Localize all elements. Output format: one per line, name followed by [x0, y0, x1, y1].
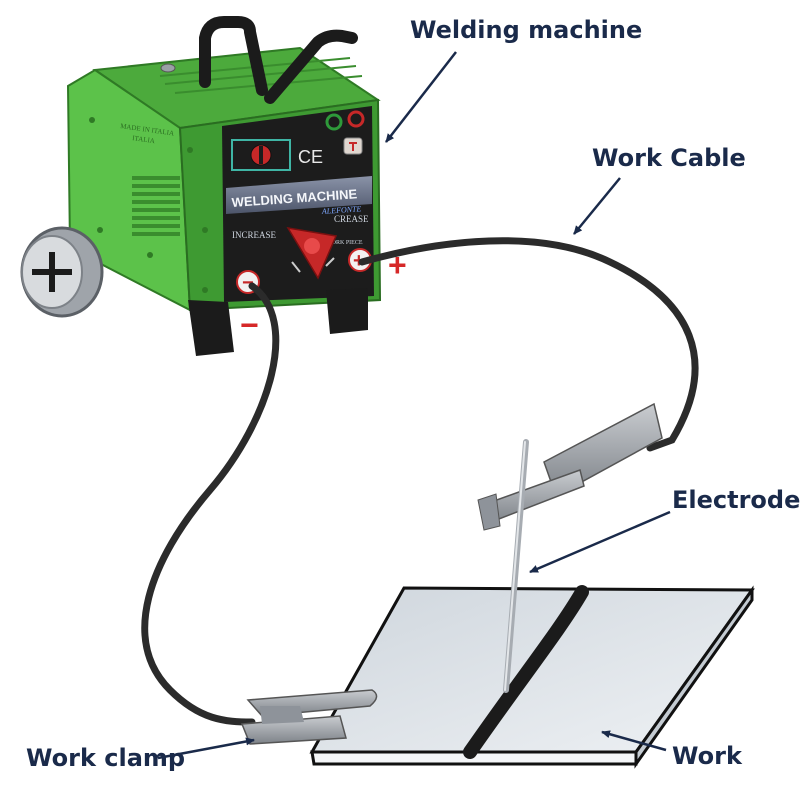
indicator-light-red [347, 110, 365, 128]
work-clamp [240, 689, 378, 745]
carry-handle [199, 16, 268, 96]
negative-terminal-symbol: − [242, 272, 254, 294]
weld-seam [463, 585, 589, 759]
arrow-work [601, 730, 667, 752]
front-right-foot [326, 288, 368, 334]
label-work-cable: Work Cable [592, 144, 746, 172]
increase-label: INCREASE [232, 230, 277, 240]
label-work: Work [672, 742, 743, 770]
side-vents [132, 176, 180, 236]
negative-polarity-mark: − [240, 307, 259, 343]
welding-machine: MADE IN ITALIA ITALIA CE WELDING MACHINE… [20, 16, 382, 356]
maker-line-2: ITALIA [132, 134, 156, 145]
label-welding-machine: Welding machine [410, 16, 642, 44]
decrease-label: CREASE [334, 214, 369, 224]
ground-cable [141, 282, 280, 726]
power-switch-frame [231, 139, 291, 171]
current-selector-knob [286, 226, 338, 280]
arrow-electrode [529, 510, 671, 574]
arrow-work-clamp [157, 737, 255, 760]
wheel [20, 226, 104, 318]
arrow-welding-machine [385, 51, 457, 143]
front-left-foot [188, 300, 234, 356]
work-piece-label: WORK PIECE [326, 240, 363, 246]
arrow-work-cable [573, 177, 621, 235]
title-banner [226, 176, 372, 214]
top-knob [160, 63, 176, 73]
indicator-light-green [325, 113, 343, 131]
work-plate [309, 585, 755, 769]
machine-brand: ALEFONTE [321, 204, 362, 216]
label-electrode: Electrode [672, 486, 800, 514]
electrode-holder [477, 402, 663, 531]
machine-side [66, 68, 192, 312]
ce-mark: CE [298, 147, 323, 167]
work-cable [358, 237, 699, 452]
